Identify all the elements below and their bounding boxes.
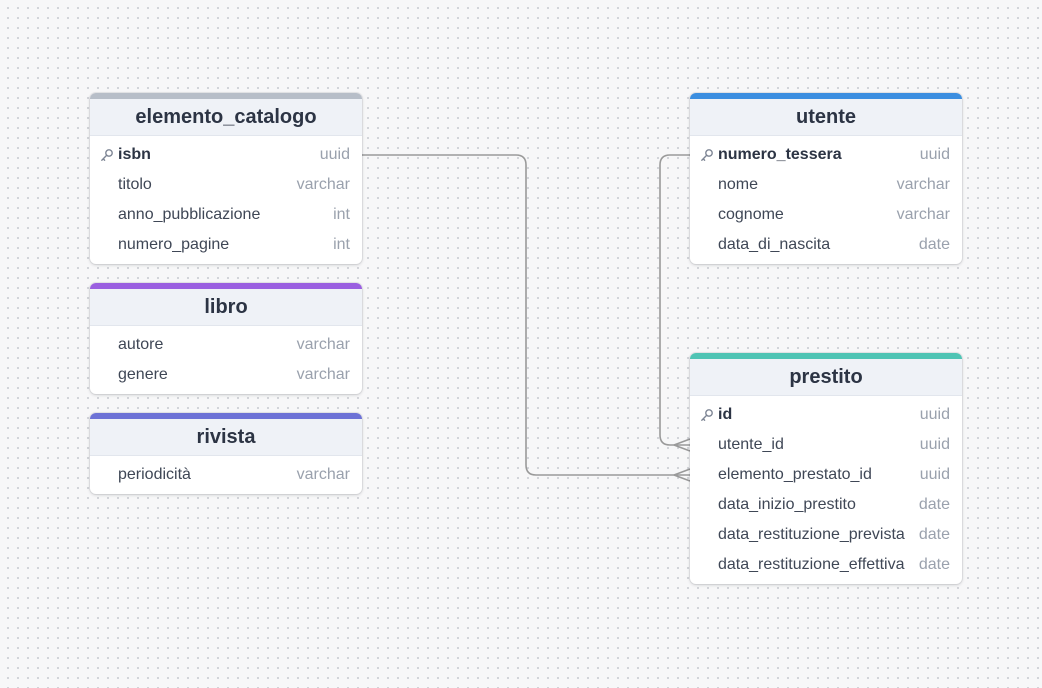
field-row-titolo[interactable]: titolo varchar xyxy=(90,170,362,200)
table-header[interactable]: rivista xyxy=(90,419,362,456)
field-type: date xyxy=(918,236,950,253)
relation-line[interactable] xyxy=(659,154,690,446)
field-name: genere xyxy=(118,366,168,383)
field-row-isbn[interactable]: isbn uuid xyxy=(90,140,362,170)
crowfoot-marker xyxy=(673,468,691,482)
table-header[interactable]: libro xyxy=(90,289,362,326)
key-icon xyxy=(100,148,114,162)
field-type: uuid xyxy=(919,436,950,453)
table-color-bar xyxy=(90,413,362,419)
field-row-numero-tessera[interactable]: numero_tessera uuid xyxy=(690,140,962,170)
field-type: varchar xyxy=(896,176,950,193)
field-type: uuid xyxy=(919,146,950,163)
field-type: varchar xyxy=(296,336,350,353)
field-type: varchar xyxy=(896,206,950,223)
crowfoot-marker xyxy=(673,438,691,452)
field-row-data-di-nascita[interactable]: data_di_nascita date xyxy=(690,230,962,260)
field-name: titolo xyxy=(118,176,152,193)
field-type: int xyxy=(333,236,350,253)
field-type: varchar xyxy=(296,466,350,483)
field-name: autore xyxy=(118,336,164,353)
field-type: uuid xyxy=(319,146,350,163)
field-name: data_restituzione_prevista xyxy=(718,526,905,543)
field-row-periodicità[interactable]: periodicità varchar xyxy=(90,460,362,490)
field-name: data_restituzione_effettiva xyxy=(718,556,905,573)
field-row-data-restituzione-effettiva[interactable]: data_restituzione_effettiva date xyxy=(690,550,962,580)
table-color-bar xyxy=(690,353,962,359)
field-row-numero-pagine[interactable]: numero_pagine int xyxy=(90,230,362,260)
field-type: uuid xyxy=(919,406,950,423)
table-elemento-catalogo[interactable]: elemento_catalogo isbn uuid titolo varchar a… xyxy=(90,93,362,264)
table-header[interactable]: prestito xyxy=(690,359,962,396)
field-row-autore[interactable]: autore varchar xyxy=(90,330,362,360)
field-name: utente_id xyxy=(718,436,784,453)
field-name: cognome xyxy=(718,206,784,223)
field-row-utente-id[interactable]: utente_id uuid xyxy=(690,430,962,460)
field-name: periodicità xyxy=(118,466,191,483)
table-color-bar xyxy=(690,93,962,99)
table-header[interactable]: utente xyxy=(690,99,962,136)
field-name: id xyxy=(718,406,733,423)
table-libro[interactable]: libro autore varchar genere varchar xyxy=(90,283,362,394)
field-name: numero_pagine xyxy=(118,236,230,253)
field-row-data-restituzione-prevista[interactable]: data_restituzione_prevista date xyxy=(690,520,962,550)
key-icon xyxy=(700,148,714,162)
field-name: elemento_prestato_id xyxy=(718,466,872,483)
table-color-bar xyxy=(90,283,362,289)
field-row-anno-pubblicazione[interactable]: anno_pubblicazione int xyxy=(90,200,362,230)
field-name: nome xyxy=(718,176,759,193)
field-type: uuid xyxy=(919,466,950,483)
field-type: varchar xyxy=(296,176,350,193)
field-row-data-inizio-prestito[interactable]: data_inizio_prestito date xyxy=(690,490,962,520)
field-row-id[interactable]: id uuid xyxy=(690,400,962,430)
field-name: data_inizio_prestito xyxy=(718,496,856,513)
table-rivista[interactable]: rivista periodicità varchar xyxy=(90,413,362,494)
field-type: date xyxy=(918,526,950,543)
key-icon xyxy=(700,408,714,422)
relation-line[interactable] xyxy=(362,154,690,476)
field-row-genere[interactable]: genere varchar xyxy=(90,360,362,390)
field-row-nome[interactable]: nome varchar xyxy=(690,170,962,200)
field-name: data_di_nascita xyxy=(718,236,831,253)
field-name: anno_pubblicazione xyxy=(118,206,261,223)
field-row-cognome[interactable]: cognome varchar xyxy=(690,200,962,230)
field-type: date xyxy=(918,556,950,573)
table-header[interactable]: elemento_catalogo xyxy=(90,99,362,136)
field-type: int xyxy=(333,206,350,223)
table-color-bar xyxy=(90,93,362,99)
field-row-elemento-prestato-id[interactable]: elemento_prestato_id uuid xyxy=(690,460,962,490)
field-type: varchar xyxy=(296,366,350,383)
field-type: date xyxy=(918,496,950,513)
field-name: isbn xyxy=(118,146,151,163)
field-name: numero_tessera xyxy=(718,146,842,163)
